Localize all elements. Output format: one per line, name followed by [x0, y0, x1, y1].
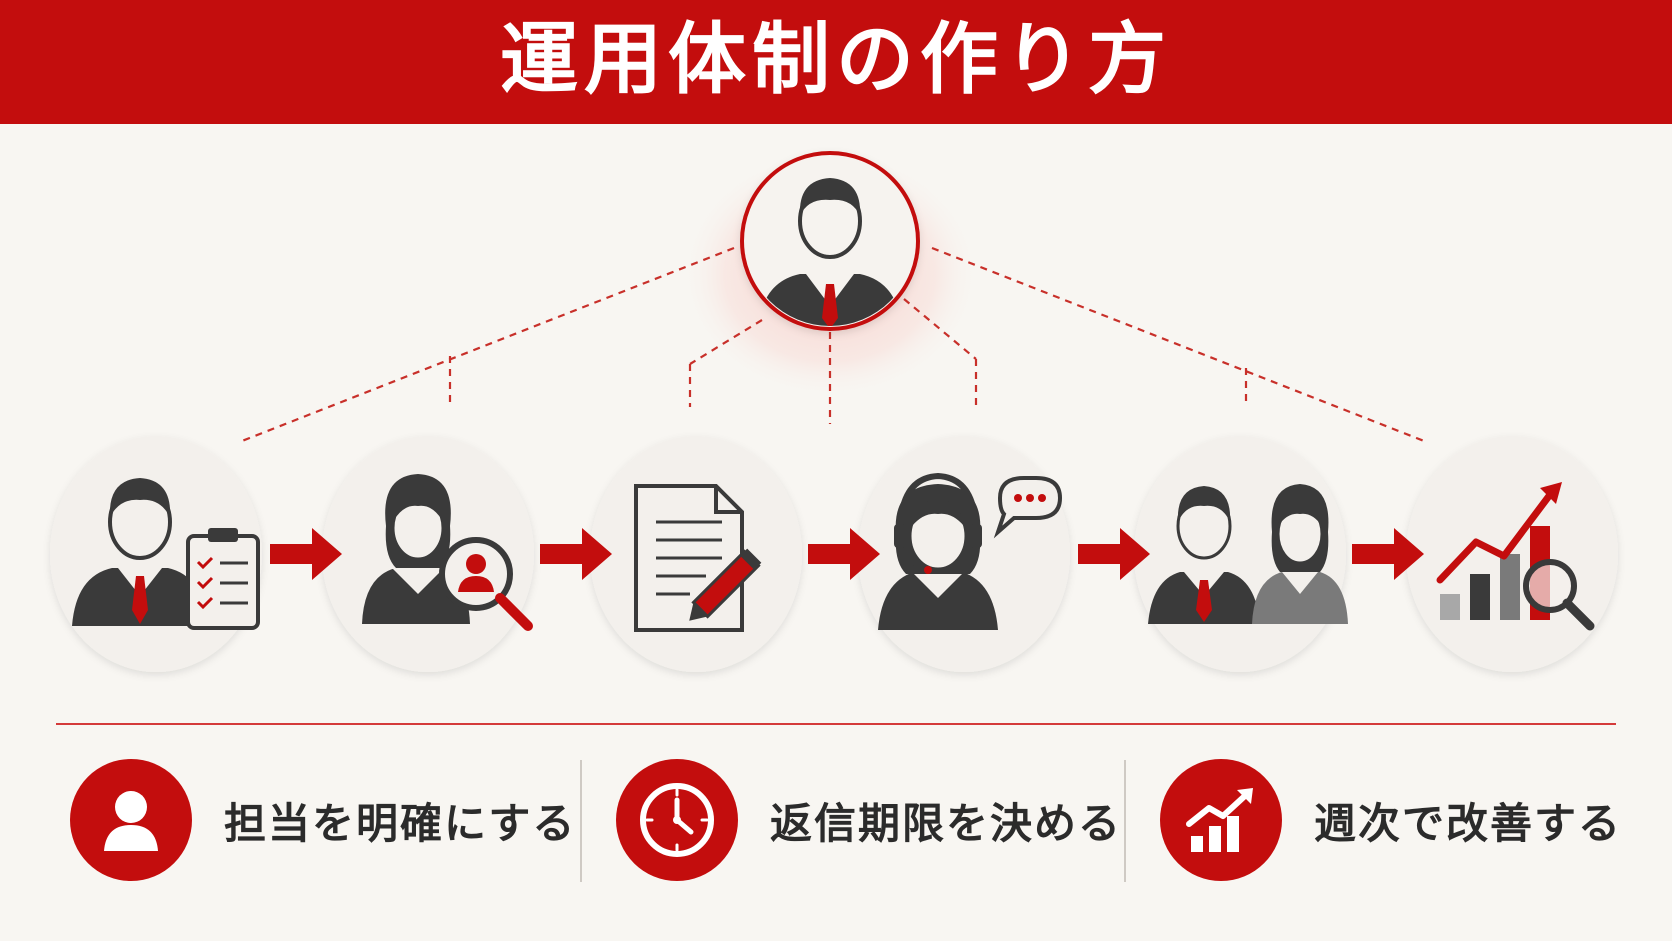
dashed-connectors: [241, 246, 1425, 443]
person-with-checklist-icon: [72, 478, 260, 630]
connector-right-long: [931, 246, 1425, 443]
connector-mid-left-diag: [689, 319, 763, 365]
feature-weekly-improve: 週次で改善する: [1160, 755, 1622, 885]
woman-with-magnifier-icon: [362, 474, 533, 631]
operator-headset-chat-icon: [878, 472, 1063, 630]
manager-person-icon: [758, 178, 902, 326]
connector-mid-right-diag: [903, 298, 977, 360]
flow-node-1: [50, 436, 262, 672]
feature-assign-owner: 担当を明確にする: [70, 755, 576, 885]
feature-label-2: 返信期限を決める: [770, 798, 1123, 848]
section-divider: [56, 723, 1616, 725]
connector-left-long: [241, 246, 735, 443]
flow-node-5: [1134, 436, 1348, 672]
flow-arrow-5: [1352, 528, 1424, 580]
title-banner: 運用体制の作り方: [0, 0, 1672, 124]
flow-arrows: [270, 528, 1424, 580]
clock-icon: [616, 759, 738, 881]
feature-label-1: 担当を明確にする: [224, 798, 577, 848]
workflow-diagram: [50, 149, 1618, 672]
flow-node-3: [590, 436, 802, 672]
feature-reply-deadline: 返信期限を決める: [616, 755, 1122, 885]
growth-chart-icon: [1160, 759, 1282, 881]
two-people-team-icon: [1148, 484, 1348, 624]
feature-separator-1: [580, 760, 582, 882]
flow-node-6: [1406, 436, 1618, 672]
person-icon: [70, 759, 192, 881]
flow-arrow-4: [1078, 528, 1150, 580]
growth-chart-magnifier-icon: [1436, 482, 1595, 631]
flow-arrow-3: [808, 528, 880, 580]
feature-label-3: 週次で改善する: [1314, 798, 1623, 848]
flow-node-2: [322, 436, 534, 672]
feature-separator-2: [1124, 760, 1126, 882]
flow-arrow-2: [540, 528, 612, 580]
flow-arrow-1: [270, 528, 342, 580]
flow-node-4: [858, 436, 1070, 672]
page-title: 運用体制の作り方: [499, 14, 1172, 105]
manager-node: [740, 151, 920, 331]
document-with-pencil-icon: [634, 484, 762, 632]
